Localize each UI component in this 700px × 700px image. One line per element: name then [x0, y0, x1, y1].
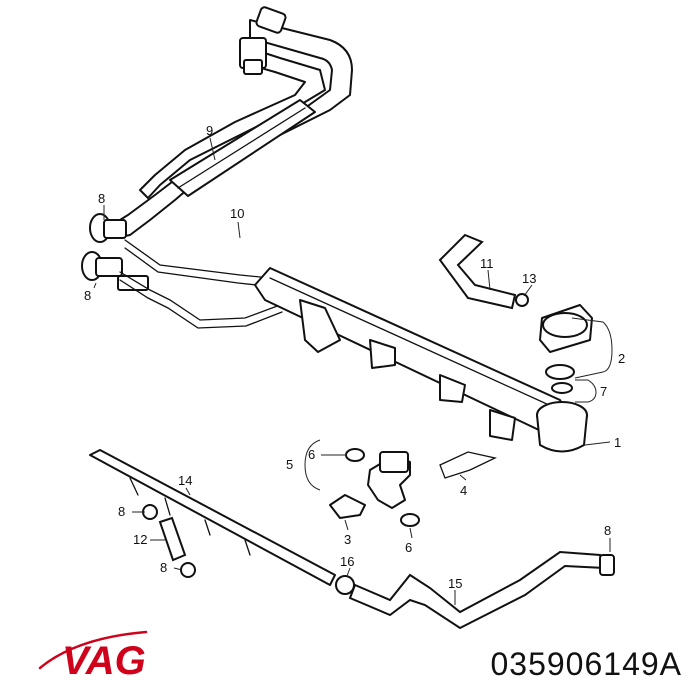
o-ring — [545, 364, 575, 380]
callout-6: 6 — [308, 447, 315, 462]
lower-fuel-rail — [89, 449, 336, 586]
injector-o-ring-bottom — [400, 513, 420, 527]
callout-7: 7 — [600, 384, 607, 399]
upper-fuel-hose-assembly — [111, 6, 353, 239]
hose-clamp — [599, 554, 615, 576]
pressure-regulator — [539, 304, 593, 394]
callout-14: 14 — [178, 473, 192, 488]
callout-15: 15 — [448, 576, 462, 591]
callout-labels: 9 8 8 10 11 13 2 7 1 5 6 6 3 4 14 8 12 8… — [84, 123, 625, 591]
part-number: 035906149A — [490, 646, 682, 682]
callout-4: 4 — [460, 483, 467, 498]
left-clamp-group — [81, 213, 149, 291]
callout-8: 8 — [84, 288, 91, 303]
seal-gasket — [439, 451, 497, 479]
callout-11: 11 — [480, 256, 494, 271]
callout-8: 8 — [604, 523, 611, 538]
callout-13: 13 — [522, 271, 536, 286]
callout-2: 2 — [618, 351, 625, 366]
hose-clamp — [335, 575, 355, 595]
fuel-rail — [254, 267, 588, 453]
vacuum-hose — [438, 233, 529, 310]
hose-clamp — [180, 562, 196, 578]
callout-8: 8 — [118, 504, 125, 519]
return-hose — [335, 550, 615, 630]
callout-5: 5 — [286, 457, 293, 472]
logo-text: VAG — [62, 639, 146, 683]
injector-o-ring-top — [345, 448, 365, 462]
callout-1: 1 — [614, 435, 621, 450]
leader-lines — [93, 137, 613, 605]
callout-6: 6 — [405, 540, 412, 555]
callout-9: 9 — [206, 123, 213, 138]
callout-16: 16 — [340, 554, 354, 569]
callout-8: 8 — [98, 191, 105, 206]
vag-logo: VAG — [38, 630, 148, 683]
callout-8: 8 — [160, 560, 167, 575]
fuel-injector — [329, 448, 497, 527]
hose-clip — [515, 293, 529, 307]
callout-10: 10 — [230, 206, 244, 221]
callout-12: 12 — [133, 532, 147, 547]
short-hose — [158, 516, 187, 562]
callout-3: 3 — [344, 532, 351, 547]
injector-clip — [329, 494, 366, 519]
hose-clamp — [142, 504, 158, 520]
